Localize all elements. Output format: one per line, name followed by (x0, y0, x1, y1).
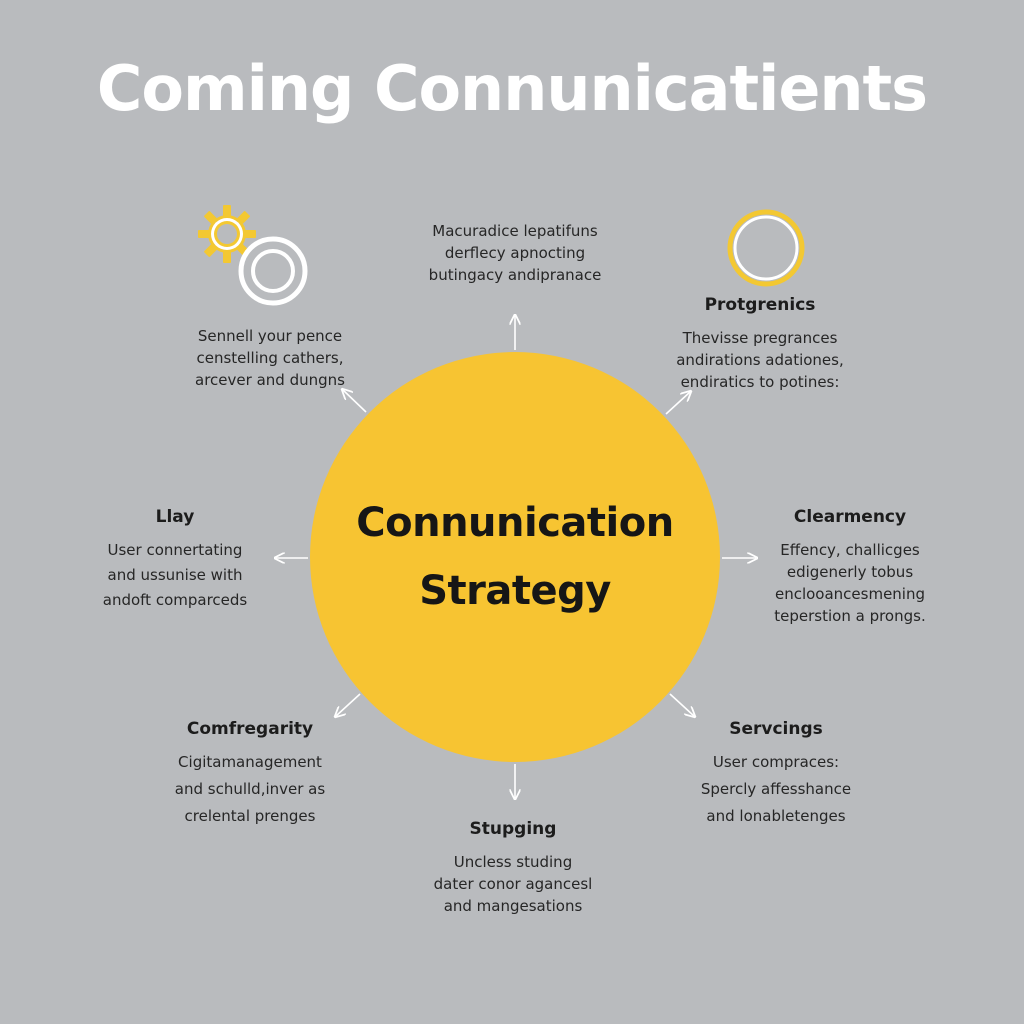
node-bottom-right-title: Servcings (729, 719, 823, 739)
node-top-right-title: Protgrenics (704, 295, 816, 315)
node-top-desc: Macuradice lepatifuns derflecy apnocting… (428, 222, 602, 284)
hub-label-line-2: Strategy (419, 568, 611, 614)
gear-icon (198, 205, 256, 263)
node-bottom-left: Comfregarity Cigitamanagement and schull… (110, 719, 390, 827)
circle-icon (727, 209, 805, 287)
page-title: Coming Connunicatients (96, 52, 928, 125)
node-top-right: Protgrenics Thevisse pregrances andirati… (620, 295, 900, 393)
arrow-bottom-right (669, 693, 694, 716)
node-top-left-desc: Sennell your pence censtelling cathers, … (195, 327, 345, 389)
ring-icon (238, 236, 308, 306)
node-right-title: Clearmency (793, 507, 907, 527)
node-top-right-desc: Thevisse pregrances andirations adatione… (676, 329, 844, 391)
node-bottom-right-desc: User compraces: Spercly affesshance and … (700, 753, 852, 825)
hub-label-line-1: Connunication (356, 500, 674, 546)
node-left: Llay User connertating and ussunise with… (35, 507, 315, 611)
node-bottom-title: Stupging (469, 819, 557, 839)
node-top: Macuradice lepatifuns derflecy apnocting… (375, 220, 655, 286)
node-bottom: Stupging Uncless studing dater conor aga… (373, 819, 653, 917)
node-top-left: Sennell your pence censtelling cathers, … (130, 325, 410, 391)
node-bottom-left-title: Comfregarity (186, 719, 314, 739)
node-left-desc: User connertating and ussunise with ando… (102, 541, 248, 609)
node-right-desc: Effency, challicges edigenerly tobus enc… (774, 541, 926, 625)
central-hub: Connunication Strategy (310, 352, 720, 762)
node-bottom-desc: Uncless studing dater conor agancesl and… (433, 853, 593, 915)
arrow-top-left (343, 390, 367, 413)
node-left-title: Llay (155, 507, 195, 527)
arrow-bottom-left (336, 693, 361, 716)
node-bottom-left-desc: Cigitamanagement and schulld,inver as cr… (174, 753, 326, 825)
arrow-top-right (665, 392, 690, 415)
node-bottom-right: Servcings User compraces: Spercly affess… (636, 719, 916, 827)
node-right: Clearmency Effency, challicges edigenerl… (710, 507, 990, 627)
